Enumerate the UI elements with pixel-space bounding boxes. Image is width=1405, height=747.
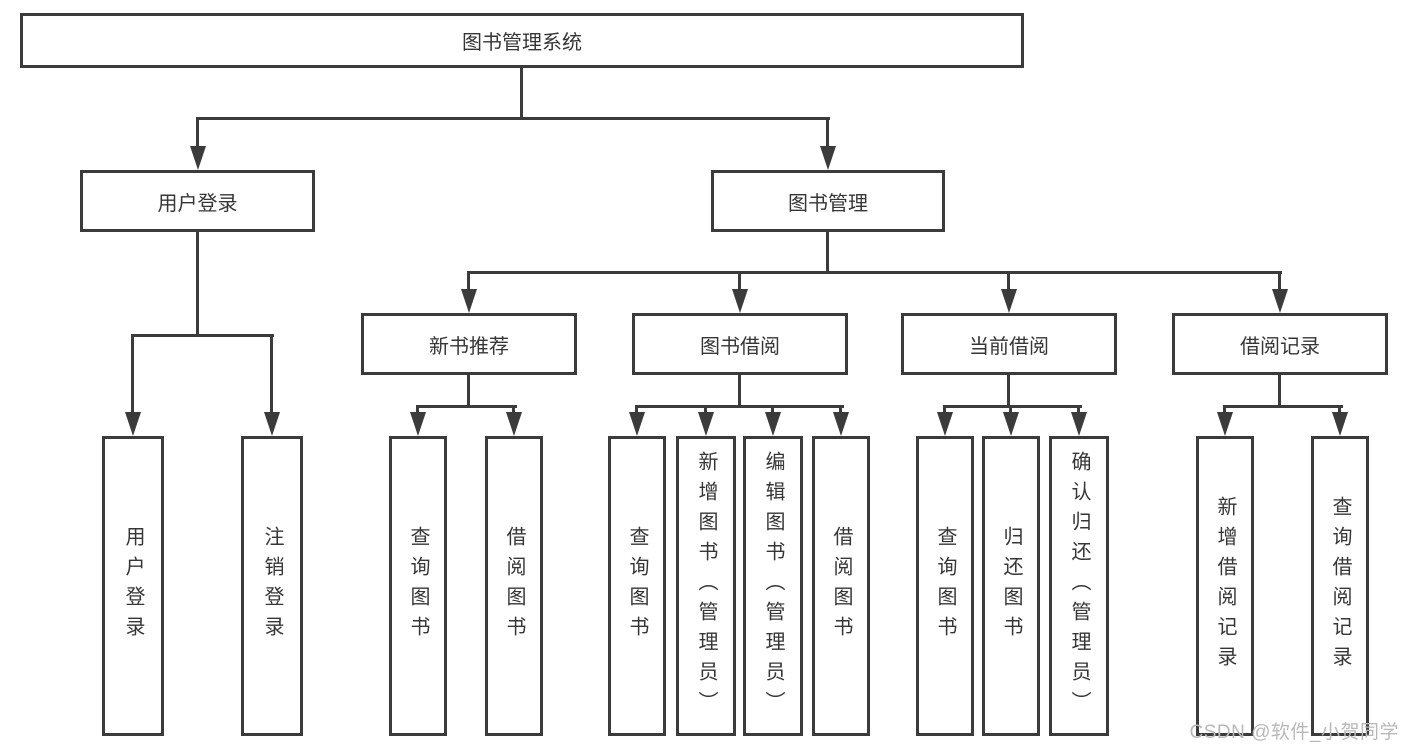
leaf-add-book-admin: 新增图书（管理员） <box>676 436 736 736</box>
leaf-query-borrow-record: 查询借阅记录 <box>1311 436 1369 736</box>
connector-drop-user-login <box>196 117 199 149</box>
arrowhead-c2 <box>698 412 714 436</box>
node-user-login: 用户登录 <box>80 170 315 232</box>
connector-bookborrow-rail <box>635 405 844 408</box>
connector-newbook-rail <box>416 405 517 408</box>
leaf-logout: 注销登录 <box>241 436 303 736</box>
arrowhead-user-login <box>190 146 206 170</box>
leaf-borrow-books-borrow: 借阅图书 <box>812 436 870 736</box>
arrowhead-currentborrow <box>1001 289 1017 313</box>
csdn-watermark: CSDN @软件_小贺同学 <box>1189 722 1399 743</box>
connector-drop-b1 <box>416 405 419 416</box>
arrowhead-d2 <box>1003 412 1019 436</box>
arrowhead-b2 <box>506 412 522 436</box>
arrowhead-leaf-logout <box>264 412 280 436</box>
connector-drop-leaf-login <box>131 334 134 416</box>
connector-drop-newbook <box>467 271 470 293</box>
arrowhead-newbook <box>461 289 477 313</box>
connector-drop-d3 <box>1077 405 1080 416</box>
arrowhead-book-mgmt <box>820 146 836 170</box>
arrowhead-c4 <box>833 412 849 436</box>
arrowhead-e1 <box>1217 412 1233 436</box>
node-book-borrow: 图书借阅 <box>632 313 848 375</box>
arrowhead-borrowrecords <box>1272 289 1288 313</box>
connector-drop-d1 <box>943 405 946 416</box>
leaf-confirm-return-admin: 确认归还（管理员） <box>1049 436 1109 736</box>
arrowhead-b1 <box>410 412 426 436</box>
connector-drop-borrowrecords <box>1278 271 1281 293</box>
arrowhead-bookborrow <box>732 289 748 313</box>
connector-drop-c1 <box>635 405 638 416</box>
node-new-book-recommend: 新书推荐 <box>361 313 577 375</box>
connector-root-rail <box>196 117 830 120</box>
leaf-query-books-borrow: 查询图书 <box>608 436 666 736</box>
connector-borrowrecords-stub <box>1278 375 1281 408</box>
leaf-borrow-books-recommend: 借阅图书 <box>485 436 543 736</box>
node-book-management: 图书管理 <box>711 170 945 232</box>
connector-drop-b2 <box>512 405 515 416</box>
connector-drop-book-mgmt <box>826 117 829 149</box>
node-current-borrow: 当前借阅 <box>901 313 1117 375</box>
connector-mgmt-rail <box>467 271 1282 274</box>
leaf-add-borrow-record: 新增借阅记录 <box>1196 436 1254 736</box>
connector-newbook-stub <box>467 375 470 408</box>
arrowhead-leaf-login <box>125 412 141 436</box>
leaf-query-books-recommend: 查询图书 <box>389 436 447 736</box>
connector-drop-c2 <box>704 405 707 416</box>
connector-currentborrow-stub <box>1007 375 1010 408</box>
arrowhead-d3 <box>1071 412 1087 436</box>
arrowhead-c1 <box>629 412 645 436</box>
node-library-system: 图书管理系统 <box>20 13 1024 68</box>
connector-drop-bookborrow <box>738 271 741 293</box>
connector-userlogin-rail <box>131 334 274 337</box>
connector-drop-d2 <box>1009 405 1012 416</box>
arrowhead-d1 <box>937 412 953 436</box>
leaf-user-login: 用户登录 <box>102 436 164 736</box>
arrowhead-e2 <box>1332 412 1348 436</box>
connector-drop-currentborrow <box>1007 271 1010 293</box>
node-borrow-records: 借阅记录 <box>1172 313 1388 375</box>
connector-drop-leaf-logout <box>270 334 273 416</box>
connector-borrowrecords-rail <box>1223 405 1343 408</box>
connector-userlogin-stub <box>196 232 199 337</box>
connector-drop-e2 <box>1338 405 1341 416</box>
connector-root-stub <box>520 68 523 120</box>
connector-mgmt-stub <box>826 232 829 274</box>
leaf-query-books-current: 查询图书 <box>916 436 974 736</box>
connector-drop-c4 <box>839 405 842 416</box>
connector-currentborrow-rail <box>943 405 1082 408</box>
connector-drop-c3 <box>771 405 774 416</box>
arrowhead-c3 <box>765 412 781 436</box>
leaf-edit-book-admin: 编辑图书（管理员） <box>743 436 803 736</box>
connector-drop-e1 <box>1223 405 1226 416</box>
leaf-return-books: 归还图书 <box>982 436 1040 736</box>
connector-bookborrow-stub <box>738 375 741 408</box>
